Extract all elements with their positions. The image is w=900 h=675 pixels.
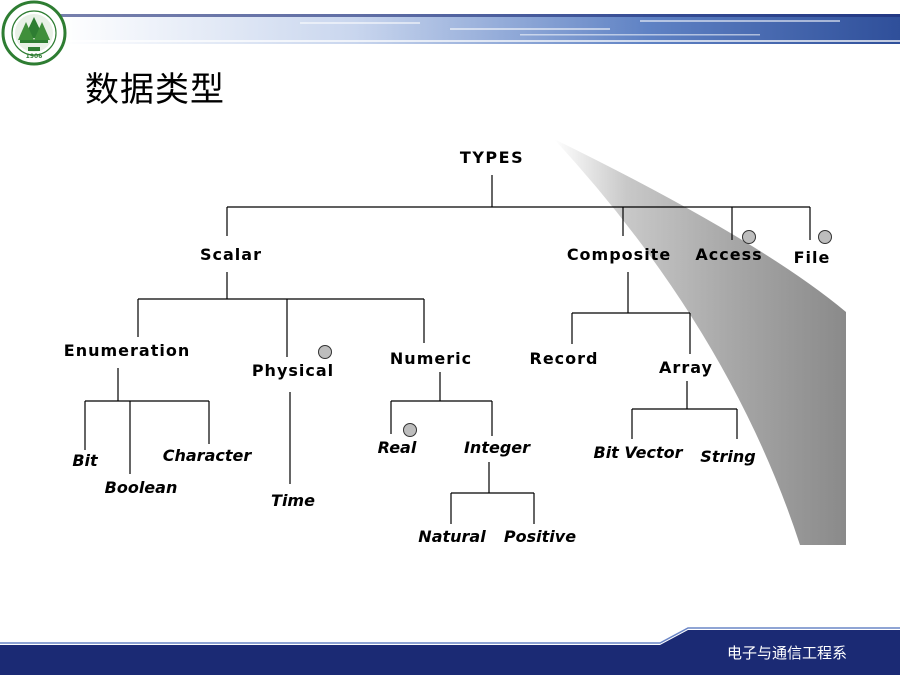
logo-founding-year: 1906 bbox=[26, 53, 43, 60]
tree-connectors bbox=[84, 175, 811, 524]
leaf-bit: Bit bbox=[72, 451, 99, 470]
leaf-real: Real bbox=[378, 438, 417, 457]
university-logo-icon: 1906 bbox=[1, 0, 67, 66]
leaf-boolean: Boolean bbox=[105, 478, 178, 497]
node-composite: Composite bbox=[567, 245, 671, 264]
access-marker-icon bbox=[742, 230, 756, 244]
leaf-bit-vector: Bit Vector bbox=[594, 443, 684, 462]
file-marker-icon bbox=[818, 230, 832, 244]
physical-marker-icon bbox=[318, 345, 332, 359]
leaf-time: Time bbox=[271, 491, 315, 510]
leaf-string: String bbox=[700, 447, 755, 466]
node-access: Access bbox=[695, 245, 762, 264]
node-physical: Physical bbox=[252, 361, 334, 380]
real-marker-icon bbox=[403, 423, 417, 437]
node-scalar: Scalar bbox=[200, 245, 262, 264]
node-numeric: Numeric bbox=[390, 349, 472, 368]
leaf-integer: Integer bbox=[464, 438, 531, 457]
node-enumeration: Enumeration bbox=[64, 341, 190, 360]
marker-dots bbox=[318, 230, 832, 437]
footer-band bbox=[0, 627, 900, 675]
leaf-labels: Bit Boolean Character Time Real Integer … bbox=[72, 438, 755, 546]
leaf-natural: Natural bbox=[418, 527, 486, 546]
slide-title: 数据类型 bbox=[85, 70, 225, 110]
tree-labels: TYPES Scalar Composite Access File Enume… bbox=[64, 148, 831, 380]
diagonal-shadow-band bbox=[554, 139, 846, 545]
node-record: Record bbox=[530, 349, 599, 368]
leaf-positive: Positive bbox=[504, 527, 576, 546]
node-types: TYPES bbox=[460, 148, 524, 167]
footer-department: 电子与通信工程系 bbox=[727, 644, 848, 662]
leaf-character: Character bbox=[163, 446, 253, 465]
node-file: File bbox=[794, 248, 831, 267]
header-band bbox=[60, 14, 900, 44]
node-array: Array bbox=[659, 358, 713, 377]
